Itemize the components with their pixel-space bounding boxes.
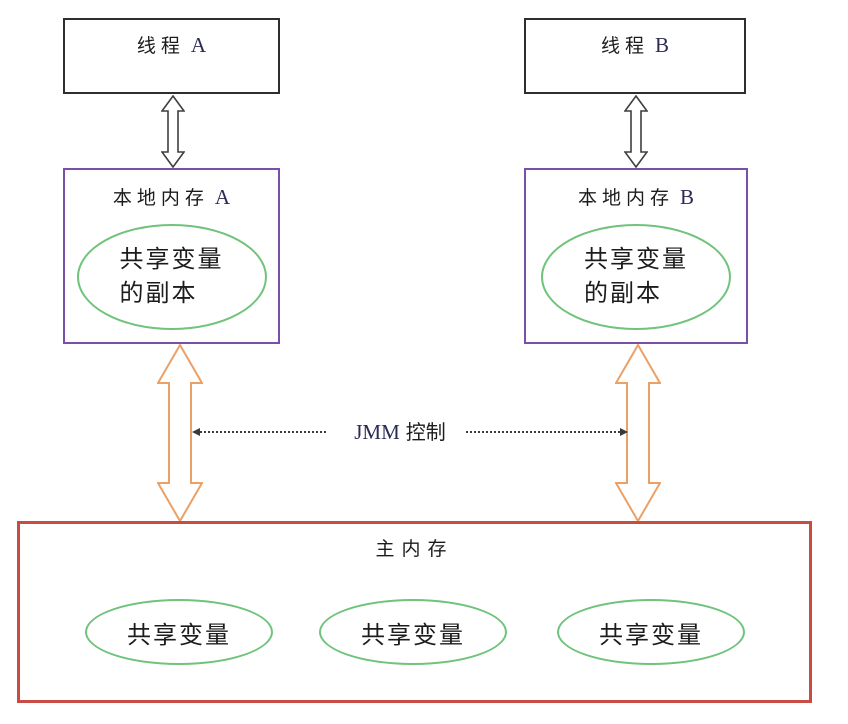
copy-line1-b: 共享变量 xyxy=(584,246,688,273)
main-memory-box: 主内存 共享变量 共享变量 共享变量 xyxy=(17,521,812,703)
local-memory-b-title: 本地内存 xyxy=(577,188,674,209)
local-memory-a-title: 本地内存 xyxy=(112,188,209,209)
dotted-line-right xyxy=(466,431,620,433)
thread-b-suffix: B xyxy=(655,33,670,57)
thread-a-double-arrow-icon xyxy=(161,95,185,168)
copy-line1-a: 共享变量 xyxy=(119,246,224,273)
thread-a-label: 线程 xyxy=(136,36,185,57)
local-memory-b-box: 本地内存 B 共享变量 的副本 xyxy=(524,168,748,344)
shared-variable-label-3: 共享变量 xyxy=(599,621,703,649)
thread-b-label: 线程 xyxy=(600,36,649,57)
shared-variable-label-1: 共享变量 xyxy=(127,621,231,649)
jmm-cjk-text: 控制 xyxy=(405,422,446,444)
thread-a-suffix: A xyxy=(190,33,207,57)
jmm-latin-text: JMM xyxy=(354,420,400,444)
shared-variable-ellipse-1: 共享变量 xyxy=(85,599,273,665)
shared-variable-ellipse-3: 共享变量 xyxy=(557,599,745,665)
shared-variable-ellipse-2: 共享变量 xyxy=(319,599,507,665)
dotted-arrow-left-icon xyxy=(192,427,326,437)
dotted-arrowhead-right xyxy=(620,428,628,436)
local-memory-b-suffix: B xyxy=(680,185,695,209)
shared-variable-copy-ellipse-a: 共享变量 的副本 xyxy=(76,224,267,330)
thread-b-box: 线程 B xyxy=(524,18,746,94)
dotted-arrow-right-icon xyxy=(466,427,628,437)
dotted-arrowhead-left xyxy=(192,428,200,436)
local-memory-a-suffix: A xyxy=(214,185,231,209)
shared-variable-label-2: 共享变量 xyxy=(361,621,465,649)
copy-line2-a: 的副本 xyxy=(119,280,198,307)
copy-line2-b: 的副本 xyxy=(584,280,662,307)
shared-variable-copy-ellipse-b: 共享变量 的副本 xyxy=(541,224,731,330)
thread-b-double-arrow-icon xyxy=(624,95,648,168)
main-memory-title: 主内存 xyxy=(375,539,454,560)
dotted-line-left xyxy=(200,431,326,433)
